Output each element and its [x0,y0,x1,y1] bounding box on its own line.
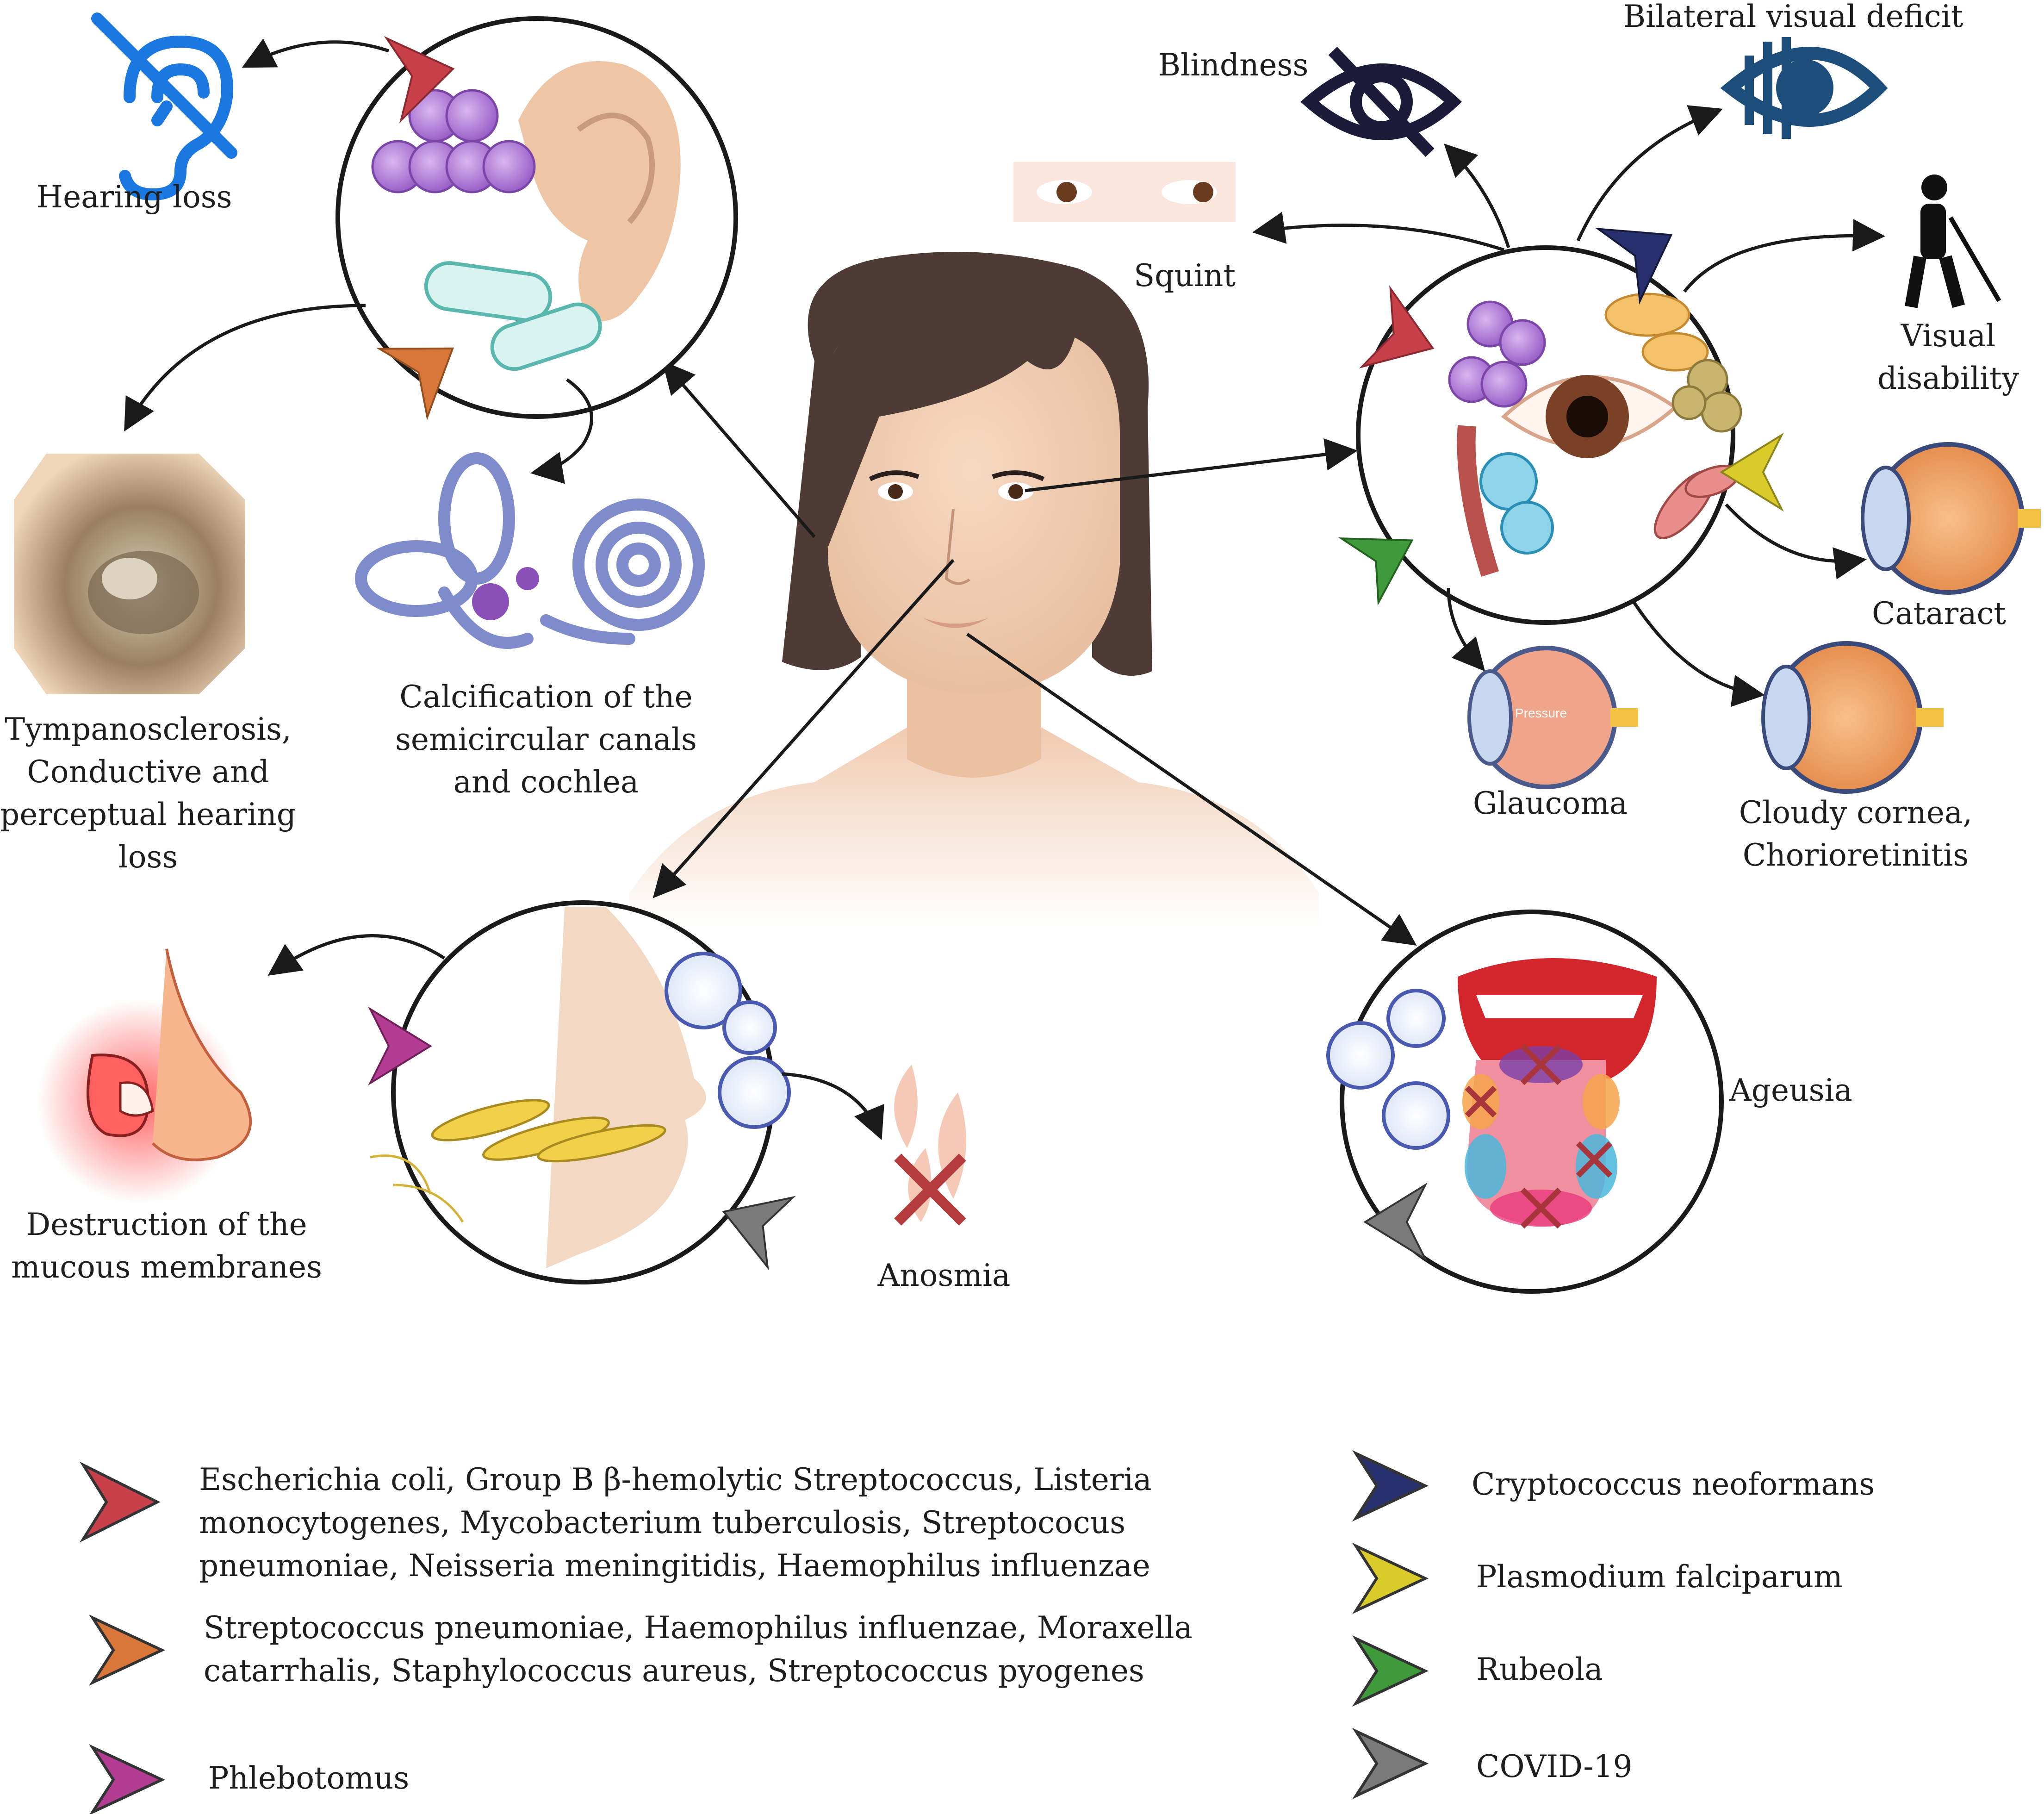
arrowhead-yellow-eye [1720,432,1784,512]
arrowhead-green-eye [1338,537,1414,606]
arrowhead-red-eye [1359,285,1435,369]
legend-entry-4: Cryptococcus neoformans [1472,1466,1875,1502]
arrowhead-gray-nose [722,1196,796,1271]
cataract-eye-illustration [1861,442,2041,595]
glaucoma-label: Glaucoma [1472,785,1628,821]
woman-figure [629,252,1319,926]
calcification-label: Calcification of the semicircular canals… [395,679,697,800]
legend-swatch-2 [88,1614,166,1686]
legend-swatch-5 [1352,1542,1429,1615]
tympanosclerosis-photo [14,454,245,694]
inner-ear-illustration [355,452,705,649]
anosmia-label: Anosmia [877,1258,1011,1293]
arrowhead-red-ear [384,36,455,124]
ear-infection-circle [335,16,738,419]
eye-outcome-arrows [1252,105,1885,707]
pressure-label: Pressure [1515,706,1567,720]
mouth-infection-circle [1326,910,1724,1294]
legend-swatch-6 [1352,1635,1429,1707]
legend-entry-1: Escherichia coli, Group B β-hemolytic St… [199,1462,1152,1583]
rod-bacteria [424,261,602,371]
arrowhead-navy-eye [1595,227,1673,305]
legend-swatch-1 [79,1461,161,1543]
eyes-squint-photo [1013,162,1236,222]
squint-label: Squint [1133,258,1236,293]
legend-entry-3: Phlebotomus [208,1760,410,1796]
cloudy-cornea-label: Cloudy cornea, Chorioretinitis [1739,795,1973,873]
legend-entry-5: Plasmodium falciparum [1476,1559,1843,1595]
legend-swatch-4 [1352,1450,1429,1522]
eye-slash-icon [1300,47,1462,157]
connector-arrows [652,361,1417,946]
arrowhead-orange-ear [376,347,454,421]
ageusia-label: Ageusia [1729,1072,1852,1108]
eye-infection-circle [1356,245,1742,625]
legend-swatches [79,1450,1429,1814]
legend-entry-6: Rubeola [1476,1652,1603,1687]
arrowhead-magenta-nose [368,1006,432,1086]
arrowhead-gray-mouth [1363,1182,1428,1262]
chorioretinitis-eye-illustration [1761,641,1944,794]
cocci-bacteria [371,89,536,193]
coronavirus-particles [665,952,791,1129]
legend-swatch-3 [88,1744,166,1814]
inflamed-nose-illustration [37,948,252,1203]
nose-outcome-arrows [267,934,884,1140]
hearing-loss-label: Hearing loss [36,179,232,215]
glaucoma-eye-illustration: Pressure [1467,646,1638,789]
tympanosclerosis-label: Tympanosclerosis, Conductive and percept… [0,711,296,875]
cataract-label: Cataract [1871,596,2007,631]
eye-partial-icon [1720,37,1888,139]
blind-person-icon [1905,175,2001,308]
blindness-label: Blindness [1158,47,1309,83]
legend-entry-2: Streptococcus pneumoniae, Haemophilus in… [204,1610,1193,1689]
anosmia-smell-icon [894,1065,966,1226]
visual-disability-label: Visual disability [1877,318,2019,396]
legend-entry-7: COVID-19 [1476,1749,1633,1784]
destruction-label: Destruction of the mucous membranes [11,1207,322,1285]
ear-outcome-arrows [124,38,593,484]
bilateral-visual-deficit-label: Bilateral visual deficit [1623,0,1963,34]
legend-swatch-7 [1352,1727,1429,1800]
ear-crossed-icon [91,12,237,201]
